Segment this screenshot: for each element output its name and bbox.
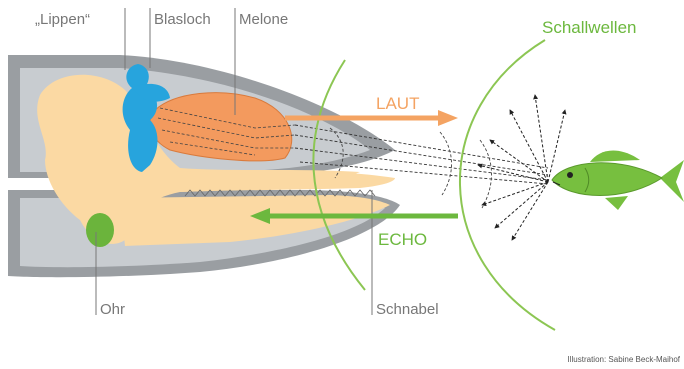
label-schallwellen: Schallwellen [542,18,637,37]
fish [552,150,684,210]
upper-beak-bone [175,170,395,192]
fish-eye [567,172,573,178]
label-schnabel: Schnabel [376,301,439,318]
label-blasloch: Blasloch [154,11,211,28]
ear [86,213,114,247]
echo-rays [478,95,565,240]
fish-dorsal-fin [590,150,640,162]
fish-body [552,163,662,196]
fish-bottom-fin [605,196,628,210]
label-lippen: „Lippen“ [35,11,90,28]
label-laut: LAUT [376,94,419,113]
label-ohr: Ohr [100,301,125,318]
illustration-credit: Illustration: Sabine Beck-Maihof [568,355,681,364]
fish-tail [660,160,684,202]
label-melone: Melone [239,11,288,28]
label-echo: ECHO [378,230,427,249]
